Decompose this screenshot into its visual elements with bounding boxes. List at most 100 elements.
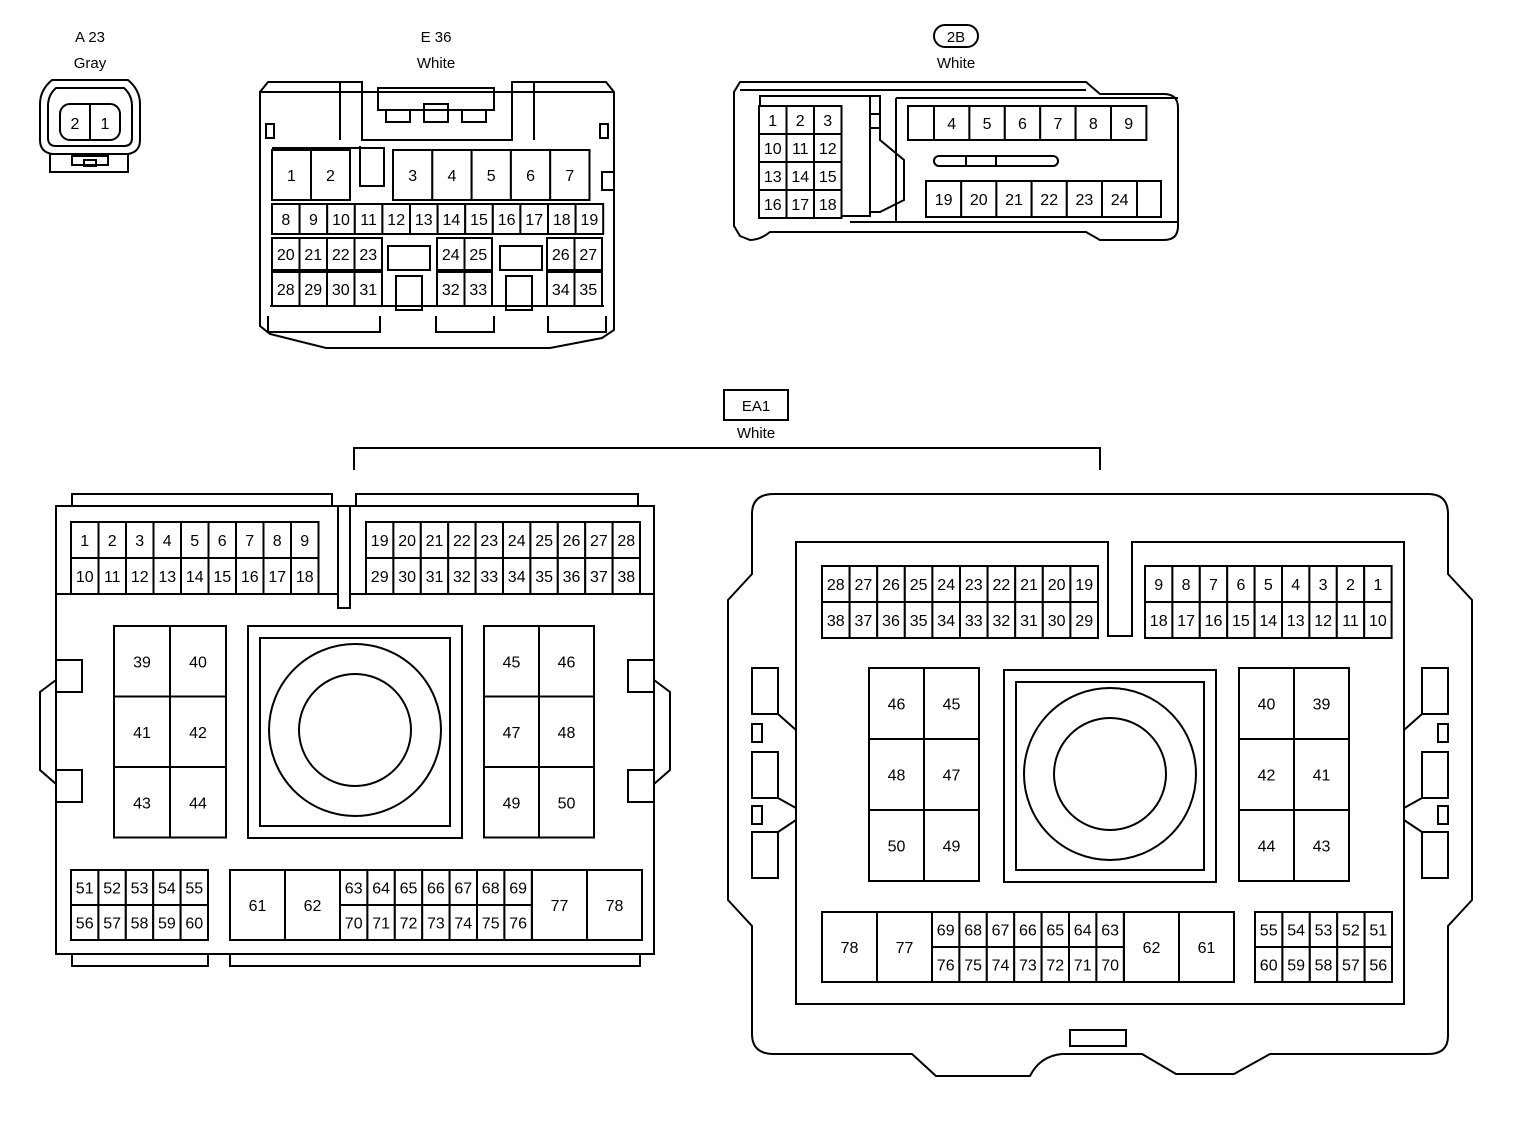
ea1-bracket [353,447,1101,470]
pin-cell [1039,105,1077,141]
pin-cell [931,911,961,948]
pin-label: 66 [427,881,445,898]
pin-label: 35 [910,613,928,630]
pin-label: 4 [947,116,956,133]
pin-label: 60 [185,916,203,933]
pin-label: 1 [768,113,777,130]
pin-label: 26 [882,577,900,594]
pin-label: 21 [304,247,322,264]
pin-label: 19 [371,533,389,550]
a23-housing [39,79,141,173]
pin-label: 23 [359,247,377,264]
pin-cell [1069,601,1100,639]
pin-cell [392,149,434,201]
pin-label: 58 [131,916,149,933]
connector-a23: A 23 Gray 2 1 [39,29,141,173]
pin-cell [959,601,989,639]
pin-cell [436,271,466,307]
pin-label: 5 [1264,577,1273,594]
pin-label: 25 [469,247,487,264]
pin-label: 66 [1019,923,1037,940]
pin-label: 2 [326,168,335,185]
pin-label: 10 [332,212,350,229]
pin-label: 33 [480,569,498,586]
pin-cell [70,557,100,595]
pin-cell [1110,105,1148,141]
pin-label: 15 [1232,613,1250,630]
pin-label: 75 [964,958,982,975]
pin-cell [519,203,550,235]
pin-label: 26 [563,533,581,550]
pin-label: 21 [426,533,444,550]
pin-cell [179,904,210,941]
pin-cell [848,601,879,639]
pin-cell [529,557,559,595]
pin-cell [1144,601,1174,639]
pin-label: 55 [1260,923,1278,940]
pin-label: 16 [1205,613,1223,630]
pin-label: 78 [841,940,859,957]
pin-label: 14 [443,212,461,229]
pin-label: 30 [332,282,350,299]
pin-label: 64 [1074,923,1092,940]
pin-cell [1178,911,1235,983]
pin-cell [1013,946,1043,983]
pin-label: 6 [218,533,227,550]
pin-label: 5 [983,116,992,133]
pin-label: 72 [1046,958,1064,975]
pin-cell [419,521,450,559]
pin-label: 10 [1369,613,1387,630]
pin-label: 71 [1074,958,1092,975]
pin-cell [463,237,493,271]
pin-cell [848,565,879,603]
pin-cell [1253,565,1283,603]
pin-label: 14 [791,169,809,186]
pin-label: 27 [579,247,597,264]
pin-label: 67 [992,923,1010,940]
pin-cell [907,105,935,141]
pin-label: 9 [309,212,318,229]
pin-label: 6 [1236,577,1245,594]
pin-cell [876,565,906,603]
pin-cell [271,271,301,307]
pin-cell [464,203,494,235]
pin-cell [502,557,532,595]
pin-label: 42 [1258,768,1276,785]
pin-cell [1123,911,1180,983]
pin-cell [923,667,980,740]
pin-cell [235,521,265,559]
pin-cell [393,904,424,941]
pin-label: 52 [103,881,121,898]
pin-label: 56 [76,916,94,933]
pin-label: 69 [509,881,527,898]
pin-cell [339,904,369,941]
pin-cell [529,521,559,559]
pin-label: 33 [965,613,983,630]
pin-cell [298,203,329,235]
pin-label: 36 [882,613,900,630]
pin-cell [995,180,1033,218]
pin-label: 25 [910,577,928,594]
pin-label: 7 [565,168,574,185]
pin-cell [958,946,988,983]
pin-label: 43 [1313,839,1331,856]
pin-label: 31 [426,569,444,586]
pin-label: 10 [764,141,782,158]
pin-cell [868,667,925,740]
pin-label: 31 [1020,613,1038,630]
e36-color: White [417,55,455,72]
pin-label: 13 [415,212,433,229]
pin-label: 5 [190,533,199,550]
pin-label: 49 [943,839,961,856]
pin-label: 3 [135,533,144,550]
pin-cell [326,203,356,235]
pin-cell [1013,911,1043,948]
pin-label: 19 [1075,577,1093,594]
pin-label: 34 [937,613,955,630]
pin-cell [169,625,227,698]
pin-cell [546,237,576,271]
pin-label: 21 [1005,192,1023,209]
pin-cell [573,237,603,271]
pin-label: 4 [447,168,456,185]
pin-label: 11 [1342,613,1359,630]
